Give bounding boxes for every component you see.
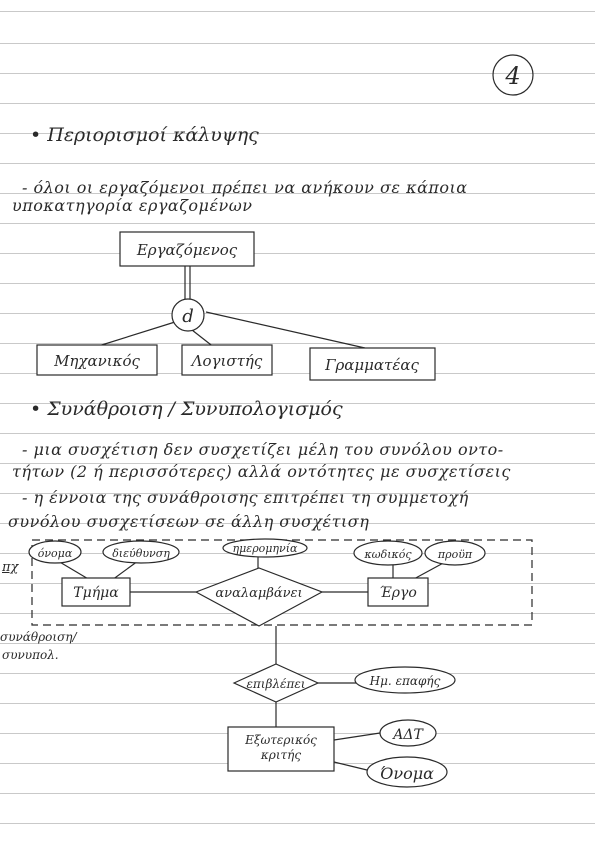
external-judge-text: Εξωτερικός κριτής <box>245 733 317 762</box>
section-heading-aggregation: • Συνάθροιση / Συνυπολογισμός <box>30 398 343 420</box>
line-external-name <box>333 761 368 771</box>
line-d-secretary <box>205 311 366 349</box>
attr-person-name <box>366 756 448 788</box>
entity-secretary-label: Γραμματέας <box>324 356 419 374</box>
disjoint-label: d <box>182 306 194 327</box>
attr-address-label: διεύθυνση <box>112 547 170 560</box>
relationship-supervises-label: επιβλέπει <box>246 677 305 691</box>
attr-code-label: κωδικός <box>363 548 412 561</box>
attr-contact-date-label: Ημ. επαφής <box>369 674 441 688</box>
aggregation-line-4: συνόλου συσχετίσεων σε άλλη συσχέτιση <box>8 512 370 531</box>
attr-adt <box>379 719 437 747</box>
page-number-circle <box>492 54 534 96</box>
entity-department-label: Τμήμα <box>73 585 119 601</box>
attr-person-name-label: Όνομα <box>380 764 434 783</box>
entity-project <box>367 577 429 607</box>
relationship-supervises <box>232 663 320 703</box>
line-address-dept <box>111 560 139 581</box>
attr-date-label: ημερομηνία <box>233 542 298 555</box>
coverage-line-2: υποκατηγορία εργαζομένων <box>12 196 253 215</box>
entity-external-judge <box>227 726 335 772</box>
relationship-undertakes-label: αναλαμβάνει <box>215 586 302 601</box>
section-heading-coverage: • Περιορισμοί κάλυψης <box>30 124 259 146</box>
attr-date <box>222 538 308 558</box>
attr-contact-date <box>354 666 456 694</box>
side-label-calc: συνυπολ. <box>2 648 59 662</box>
example-label: πχ <box>2 560 19 575</box>
aggregation-line-1: - μια συσχέτιση δεν συσχετίζει μέλη του … <box>22 440 504 459</box>
attr-budget <box>424 540 486 566</box>
entity-department <box>61 577 131 607</box>
line-d-machine <box>91 321 176 349</box>
relationship-undertakes <box>194 567 324 627</box>
entity-secretary <box>309 347 436 381</box>
line-name-dept <box>57 560 91 581</box>
page-number: 4 <box>504 62 520 90</box>
attr-budget-label: προϋπ <box>437 548 473 561</box>
aggregation-line-2: τήτων (2 ή περισσότερες) αλλά οντότητες … <box>12 462 511 481</box>
entity-employee <box>119 231 255 267</box>
line-external-adt <box>333 732 381 741</box>
entity-machine <box>36 344 158 376</box>
aggregation-line-3: - η έννοια της συνάθροισης επιτρέπει τη … <box>22 488 469 507</box>
entity-accountant-label: Λογιστής <box>190 352 263 370</box>
side-label-aggregation: συνάθροιση/ <box>0 630 77 644</box>
attr-name-label: όνομα <box>38 547 73 560</box>
attr-adt-label: ΑΔΤ <box>391 727 424 743</box>
attr-code <box>353 540 423 566</box>
entity-accountant <box>181 344 273 376</box>
entity-machine-label: Μηχανικός <box>53 352 140 370</box>
entity-employee-label: Εργαζόμενος <box>136 241 238 259</box>
entity-project-label: Έργο <box>379 585 417 601</box>
disjoint-circle <box>171 298 205 332</box>
coverage-line-1: - όλοι οι εργαζόμενοι πρέπει να ανήκουν … <box>22 178 468 197</box>
attr-name <box>28 540 82 564</box>
attr-address <box>102 540 180 564</box>
